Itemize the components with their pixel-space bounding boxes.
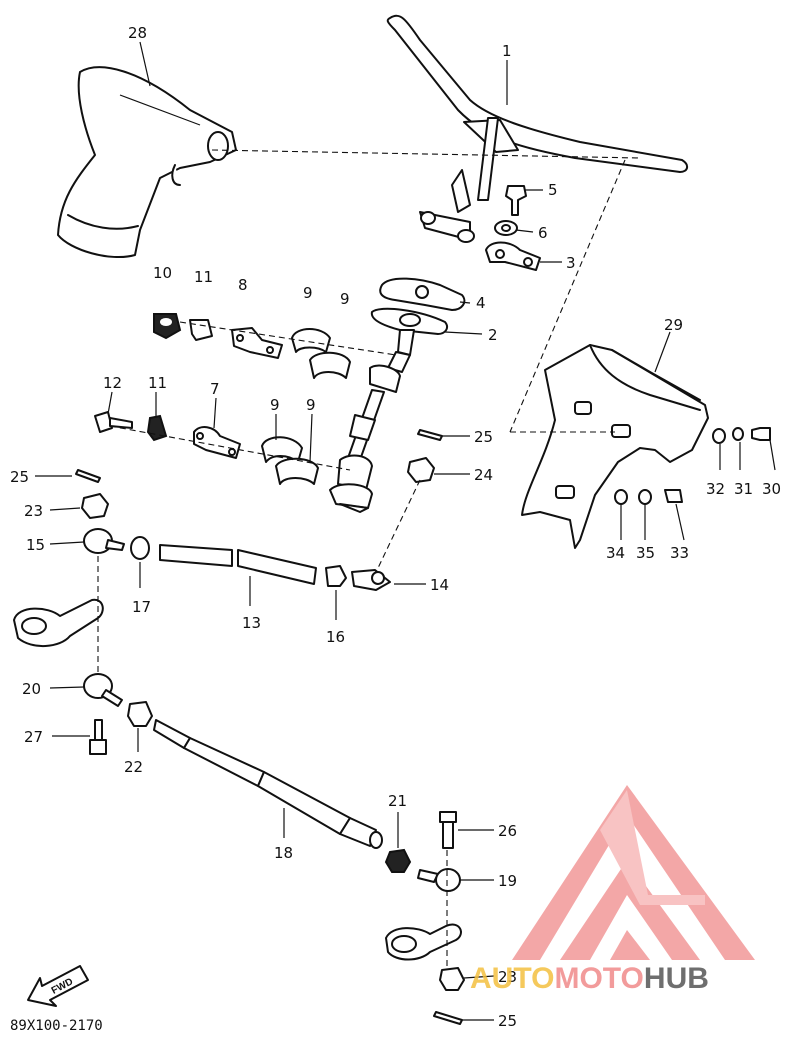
diagram-code: 89X100-2170: [10, 1018, 103, 1034]
fwd-arrow-icon: FWD: [27, 965, 89, 1007]
callout-20: 20: [22, 680, 41, 698]
callout-3: 3: [566, 254, 576, 272]
callout-2: 2: [488, 326, 498, 344]
steering-arm-left: [13, 598, 104, 647]
callout-19: 19: [498, 872, 517, 890]
callout-8: 8: [238, 276, 248, 294]
callout-24: 24: [474, 466, 493, 484]
steering-arm-right: [385, 923, 462, 961]
part-5-bolt: [505, 185, 527, 216]
callout-13: 13: [242, 614, 261, 632]
callout-30: 30: [762, 480, 781, 498]
callout-34: 34: [606, 544, 625, 562]
part-30-screw: [751, 427, 771, 441]
watermark-text: AUTOMOTOHUB: [470, 962, 709, 995]
callout-23-lower: 23: [498, 968, 517, 986]
part-4-upper-bracket: [379, 277, 466, 311]
part-21-nut: [384, 848, 412, 873]
watermark-part2: MOTO: [554, 962, 643, 995]
part-25-cotter-pin-a: [417, 429, 443, 441]
callout-9-c: 9: [270, 396, 280, 414]
callout-16: 16: [326, 628, 345, 646]
part-25-cotter-pin-b: [75, 469, 101, 483]
callout-29: 29: [664, 316, 683, 334]
part-24-nut: [407, 457, 435, 483]
part-13-tie-rod: [159, 544, 317, 585]
part-32-washer: [712, 428, 726, 444]
callout-4: 4: [476, 294, 486, 312]
part-22-nut: [127, 701, 153, 727]
part-23-nut-a: [81, 493, 109, 519]
callout-28: 28: [128, 24, 147, 42]
callout-17: 17: [132, 598, 151, 616]
part-14-tie-rod-end: [351, 569, 391, 591]
part-11-clip-lower: [146, 414, 168, 442]
callout-35: 35: [636, 544, 655, 562]
callout-25-lower: 25: [498, 1012, 517, 1030]
callout-33: 33: [670, 544, 689, 562]
part-9-bushing-b: [309, 351, 351, 379]
callout-7: 7: [210, 380, 220, 398]
part-16-locknut: [325, 565, 347, 587]
callout-21: 21: [388, 792, 407, 810]
part-9-bushing-a: [291, 328, 331, 353]
callout-32: 32: [706, 480, 725, 498]
part-17-locknut: [130, 536, 150, 560]
part-6-nut: [494, 220, 518, 236]
part-11-clip-upper: [189, 319, 213, 341]
part-8-clamp: [231, 327, 283, 359]
callout-5: 5: [548, 181, 558, 199]
callout-25-upper: 25: [474, 428, 493, 446]
part-15-tie-rod-end: [83, 528, 125, 554]
callout-22: 22: [124, 758, 143, 776]
part-28-throttle-grip: [57, 66, 237, 259]
part-33-screw: [664, 489, 683, 503]
watermark-part3: HUB: [644, 962, 709, 995]
part-27-bolt: [89, 719, 107, 755]
callout-10: 10: [153, 264, 172, 282]
callout-1: 1: [502, 42, 512, 60]
part-34-washer: [614, 489, 628, 505]
callout-27: 27: [24, 728, 43, 746]
part-1-handlebar: [386, 14, 688, 243]
part-3-clamp: [485, 241, 541, 271]
part-20-ball-joint: [83, 673, 123, 707]
svg-text:AUTOMOTOHUB: AUTOMOTOHUB: [470, 962, 709, 995]
part-31-washer: [732, 427, 744, 441]
callout-9-d: 9: [306, 396, 316, 414]
callout-18: 18: [274, 844, 293, 862]
part-7-clamp: [193, 426, 241, 459]
callout-26: 26: [498, 822, 517, 840]
callout-31: 31: [734, 480, 753, 498]
part-19-tie-rod-end: [417, 868, 461, 892]
part-2-steering-shaft: [329, 307, 448, 513]
part-23-nut-b: [439, 967, 465, 991]
part-25-cotter-pin-c: [433, 1011, 463, 1025]
callout-labels: 28 1 5 6 3 10 11 8 9 9 4 2 29 12 11 7 9 …: [10, 24, 781, 1030]
part-18-rod: [153, 719, 383, 849]
part-9-bushing-d: [275, 457, 319, 485]
callout-11-upper: 11: [194, 268, 213, 286]
watermark-logo: [512, 785, 755, 960]
callout-14: 14: [430, 576, 449, 594]
callout-23-upper: 23: [24, 502, 43, 520]
part-10-nut: [153, 313, 182, 340]
callout-25-left: 25: [10, 468, 29, 486]
leader-lines: [35, 41, 776, 1021]
watermark-part1: AUTO: [470, 962, 554, 995]
part-35-washer: [638, 489, 652, 505]
callout-9-b: 9: [340, 290, 350, 308]
callout-9-a: 9: [303, 284, 313, 302]
callout-12: 12: [103, 374, 122, 392]
callout-6: 6: [538, 224, 548, 242]
part-26-bolt: [439, 811, 457, 849]
part-29-cover: [521, 344, 709, 549]
callout-15: 15: [26, 536, 45, 554]
part-12-bolt: [94, 411, 133, 433]
callout-11-lower: 11: [148, 374, 167, 392]
